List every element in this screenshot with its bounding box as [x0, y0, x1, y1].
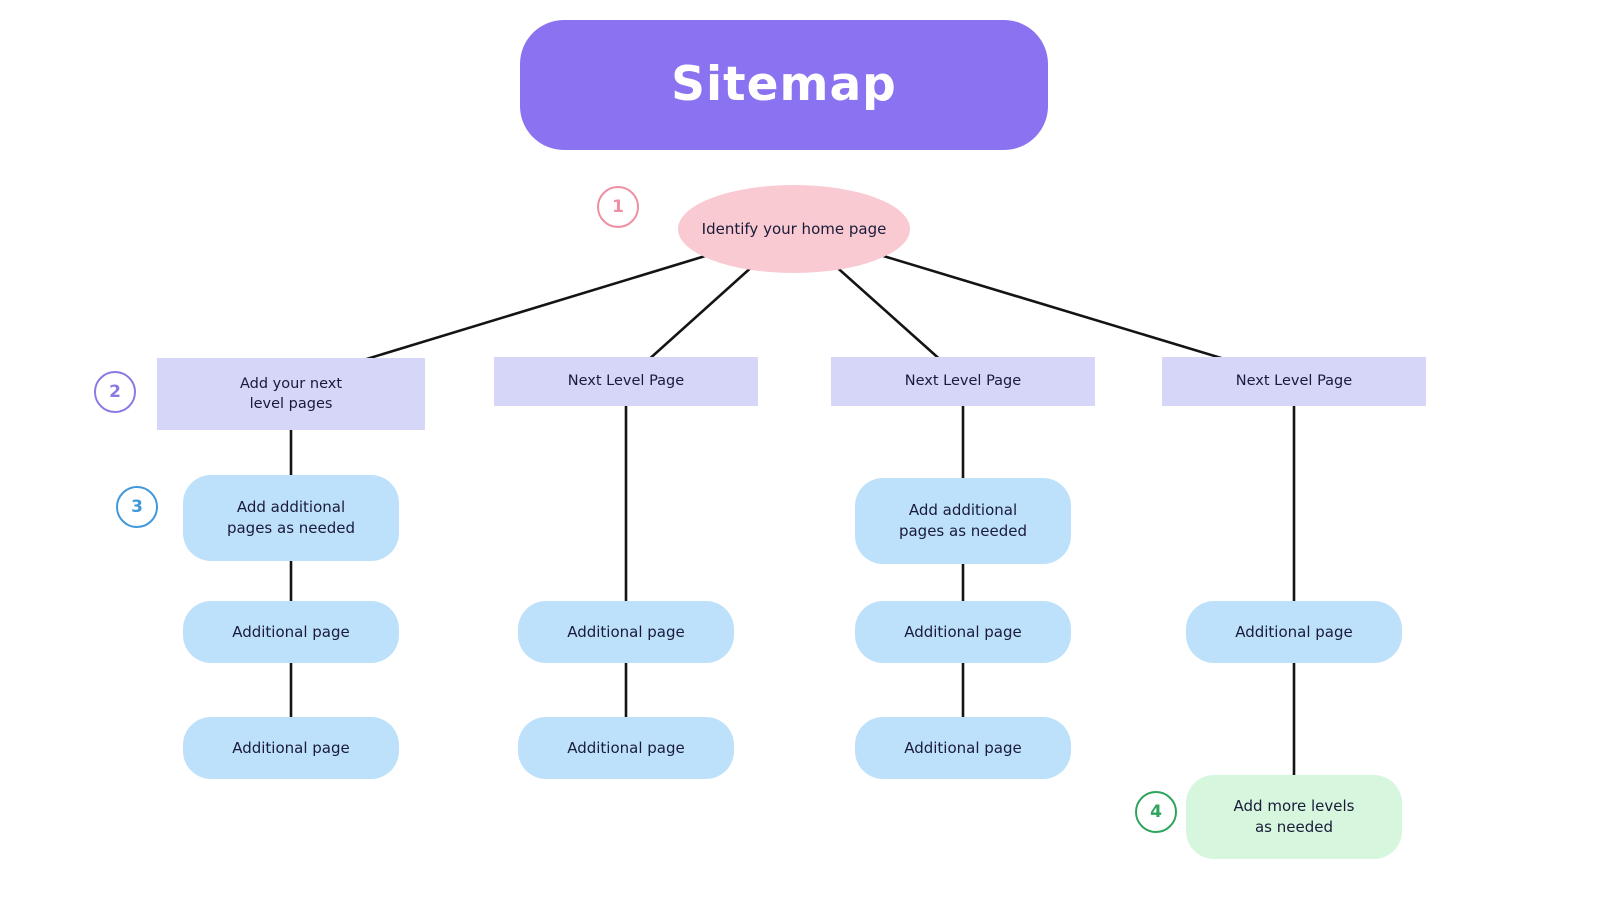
step-badge-2: 2 — [94, 371, 136, 413]
node-additional-page-col1-row1: Additional page — [183, 601, 399, 663]
step-badge-1: 1 — [597, 186, 639, 228]
diagram-title: Sitemap — [520, 20, 1048, 150]
node-additional-page-col3-row2: Additional page — [855, 717, 1071, 779]
step-badge-3: 3 — [116, 486, 158, 528]
node-additional-page-col1-row2: Additional page — [183, 717, 399, 779]
node-additional-page-col3-row1: Additional page — [855, 601, 1071, 663]
node-add-more-levels: Add more levels as needed — [1186, 775, 1402, 859]
node-next-level-page-1: Next Level Page — [494, 357, 758, 406]
node-add-additional-pages-col1: Add additional pages as needed — [183, 475, 399, 561]
node-next-level-page-3: Next Level Page — [1162, 357, 1426, 406]
node-additional-page-col2-row1: Additional page — [518, 601, 734, 663]
node-add-additional-pages-col3: Add additional pages as needed — [855, 478, 1071, 564]
node-additional-page-col2-row2: Additional page — [518, 717, 734, 779]
node-home-page: Identify your home page — [678, 185, 910, 273]
node-add-next-level-pages: Add your next level pages — [157, 358, 425, 430]
node-additional-page-col4-row1: Additional page — [1186, 601, 1402, 663]
step-badge-4: 4 — [1135, 791, 1177, 833]
node-next-level-page-2: Next Level Page — [831, 357, 1095, 406]
